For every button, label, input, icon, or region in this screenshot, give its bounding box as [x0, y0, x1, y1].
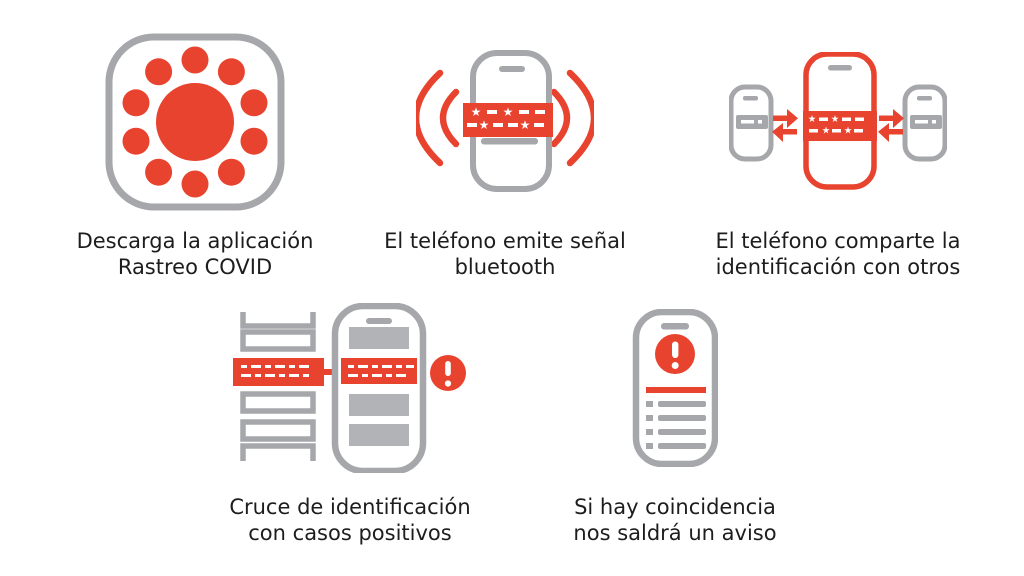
phone-screen-bar [481, 137, 538, 144]
phone-speaker [828, 65, 852, 71]
caption-line-2: Rastreo COVID [117, 255, 273, 279]
step-caption: Si hay coincidencia nos saldrá un aviso [573, 494, 776, 546]
notice-text-rows [646, 401, 706, 449]
alert-badge [430, 355, 466, 391]
virus-glyph [122, 46, 268, 198]
step-caption: Descarga la aplicación Rastreo COVID [77, 228, 314, 280]
phone-alert-icon [632, 309, 718, 467]
step-caption: Cruce de identificación con casos positi… [229, 494, 470, 546]
icon-box: ★ ★ ★ ★ [683, 24, 993, 220]
phone-screen-rows [349, 327, 409, 446]
icon-box [190, 290, 510, 486]
cases-list [240, 312, 316, 461]
caption-line-1: Si hay coincidencia [574, 495, 776, 519]
phone-bluetooth-signal-icon: ★ ★ ★ ★ [416, 49, 594, 192]
icon-box [525, 290, 825, 486]
svg-text:★: ★ [471, 105, 482, 119]
exchange-arrows-right [878, 109, 904, 142]
step-cross-check-positive-cases: Cruce de identificación con casos positi… [190, 290, 510, 546]
svg-text:★: ★ [479, 118, 490, 132]
phone-speaker [661, 323, 689, 330]
svg-text:★: ★ [808, 114, 817, 125]
icon-box: ★ ★ ★ ★ [355, 24, 655, 220]
signal-arcs-left [416, 69, 460, 166]
step-emit-bluetooth: ★ ★ ★ ★ El teléfono emite señal bluetoot… [355, 24, 655, 280]
phone-speaker [499, 65, 525, 72]
exchange-arrows-left [772, 109, 798, 142]
id-banner: ★ ★ ★ ★ [803, 111, 877, 141]
step-download-app: Descarga la aplicación Rastreo COVID [45, 24, 345, 280]
svg-text:★: ★ [844, 126, 853, 137]
caption-line-2: nos saldrá un aviso [573, 521, 777, 545]
matched-id-row [233, 358, 324, 386]
icon-box [45, 24, 345, 220]
caption-line-1: El teléfono comparte la [715, 229, 961, 253]
caption-line-2: identificación con otros [715, 255, 961, 279]
notice-highlight-bar [646, 387, 706, 393]
phone-speaker [366, 318, 392, 324]
svg-text:★: ★ [503, 105, 514, 119]
phone-id-row [341, 358, 417, 384]
caption-line-1: Descarga la aplicación [76, 229, 314, 253]
signal-arcs-right [550, 69, 594, 166]
svg-text:★: ★ [822, 126, 831, 137]
caption-line-2: con casos positivos [248, 521, 452, 545]
step-caption: El teléfono emite señal bluetooth [384, 228, 626, 280]
caption-line-2: bluetooth [454, 255, 556, 279]
caption-line-1: Cruce de identificación [229, 495, 471, 519]
svg-text:★: ★ [831, 114, 840, 125]
caption-line-1: El teléfono emite señal [384, 229, 626, 253]
alert-badge [655, 334, 695, 374]
phones-exchange-id-icon: ★ ★ ★ ★ [729, 52, 947, 190]
svg-text:★: ★ [520, 118, 531, 132]
neighbor-phone-right [902, 84, 947, 162]
covid-app-icon [105, 33, 285, 211]
id-match-positive-cases-icon [233, 303, 466, 473]
neighbor-phone-left [729, 84, 774, 162]
step-caption: El teléfono comparte la identificación c… [716, 228, 961, 280]
id-banner: ★ ★ ★ ★ [463, 102, 553, 137]
step-match-alert: Si hay coincidencia nos saldrá un aviso [525, 290, 825, 546]
step-share-identification: ★ ★ ★ ★ El teléfono comparte la identifi… [683, 24, 993, 280]
